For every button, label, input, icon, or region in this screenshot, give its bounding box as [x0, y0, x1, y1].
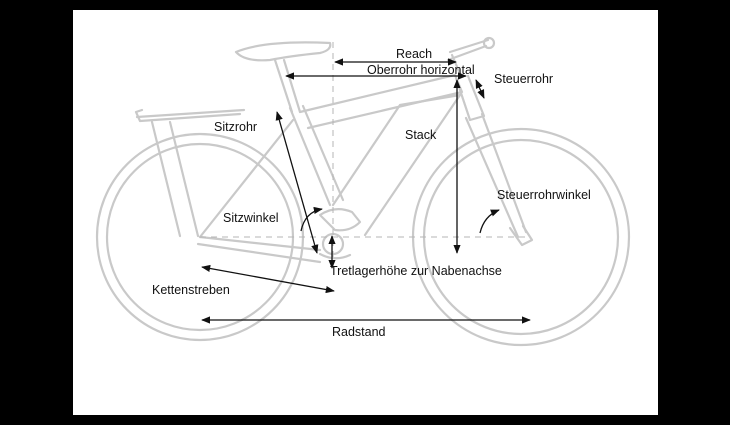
- top-tube-line: [298, 73, 464, 130]
- dimension-labels: Reach Oberrohr horizontal Steuerrohr Sit…: [152, 47, 591, 339]
- head-tube-arrow: [475, 79, 485, 99]
- reach-label: Reach: [396, 47, 432, 61]
- fork-dropout: [508, 224, 534, 247]
- dimension-lines: [201, 58, 531, 324]
- wheelbase-label: Radstand: [332, 325, 386, 339]
- head-angle-arc: [479, 209, 500, 234]
- head-tube-line: [454, 74, 486, 122]
- seat-tube-arrow: [275, 111, 319, 254]
- saddle: [234, 41, 332, 62]
- stack-label: Stack: [405, 128, 437, 142]
- head-angle-label: Steuerrohrwinkel: [497, 188, 591, 202]
- seat-angle-label: Sitzwinkel: [223, 211, 279, 225]
- top-tube-label: Oberrohr horizontal: [367, 63, 475, 77]
- head-tube-label: Steuerrohr: [494, 72, 553, 86]
- motor-housing: [318, 208, 362, 232]
- seat-tube-label: Sitzrohr: [214, 120, 257, 134]
- fork-line: [464, 112, 528, 239]
- handlebar-end: [482, 36, 496, 50]
- seat-angle-arc: [300, 206, 323, 232]
- down-tube-line: [331, 93, 462, 237]
- seatpost: [273, 58, 302, 114]
- chainstay-arrow: [201, 264, 335, 294]
- bb-height-label: Tretlagerhöhe zur Nabenachse: [330, 264, 502, 278]
- reference-lines: [200, 42, 530, 270]
- rear-rack: [134, 108, 246, 238]
- chainstay-label: Kettenstreben: [152, 283, 230, 297]
